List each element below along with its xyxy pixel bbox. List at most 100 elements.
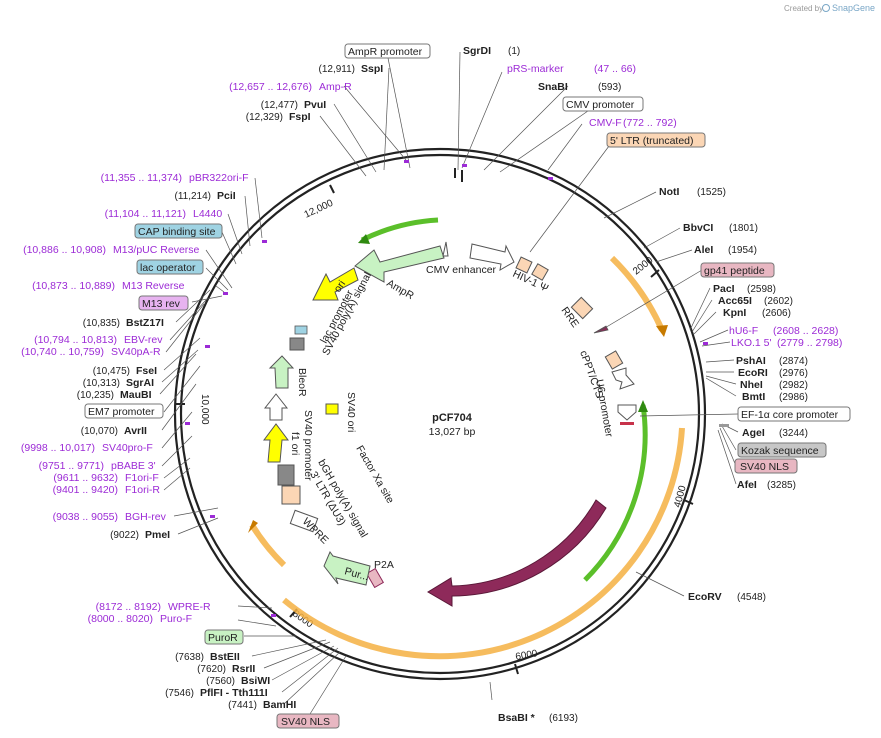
sv40-ori-box — [325, 403, 339, 415]
site-sspi-pos: (12,911) — [318, 64, 355, 75]
primer-wprer-range: (8172 .. 8192) — [96, 601, 161, 613]
site-pflfi-pos: (7546) — [165, 688, 194, 699]
factor-xa-label: Factor Xa site — [353, 444, 396, 506]
orange-track-cas9 — [282, 427, 685, 660]
primer-m13rev-name: M13 Reverse — [122, 280, 185, 292]
kozak-marker — [620, 422, 634, 425]
site-bsiwi-pos: (7560) — [206, 676, 235, 687]
site-alei-name: AleI — [694, 244, 713, 256]
site-ecori-name: EcoRI — [738, 367, 768, 379]
primer-l4440-range: (11,104 .. 11,121) — [105, 208, 186, 220]
site-afei-name: AfeI — [737, 479, 757, 491]
primer-pbabe-name: pBABE 3' — [111, 460, 156, 472]
site-sgrdi-name: SgrDI — [463, 45, 491, 57]
site-avrii-pos: (10,070) — [81, 426, 118, 437]
site-pflfi-name: PflFI - Tth111I — [200, 687, 268, 699]
box-ef1a-core-promoter-text: EF-1α core promoter — [741, 409, 839, 421]
scale-ticks — [175, 168, 694, 675]
site-ecori-pos: (2976) — [779, 368, 808, 379]
ltr3-box — [281, 485, 301, 505]
primer-purof-name: Puro-F — [160, 613, 192, 625]
ltr-box-a — [515, 256, 533, 274]
primer-f1orif-name: F1ori-F — [125, 472, 159, 484]
leader-lines-right — [457, 51, 739, 701]
site-snabi-name: SnaBI — [538, 81, 568, 93]
cmv-enhancer-marker — [442, 241, 449, 257]
site-alei-pos: (1954) — [728, 245, 757, 256]
primer-hu6f-range: (2608 .. 2628) — [773, 325, 838, 337]
plasmid-length: 13,027 bp — [429, 426, 476, 438]
orange-track-arrowhead — [656, 325, 668, 337]
ampr-feature-arrow — [354, 245, 445, 283]
box-puror — [204, 629, 244, 645]
credit-created-by: Created by — [784, 4, 823, 13]
f1-ori-label: f1 ori — [289, 432, 301, 455]
site-sspi-name: SspI — [361, 63, 383, 75]
site-bmti-name: BmtI — [742, 391, 765, 403]
ori-label: ori — [332, 278, 349, 294]
box-ltr-truncated — [606, 132, 706, 148]
p2a-label: P2A — [374, 559, 394, 571]
site-maubi-name: MauBI — [120, 389, 152, 401]
site-fsei-pos: (10,475) — [93, 366, 130, 377]
tick-label-6000: 6000 — [515, 648, 539, 663]
box-sv40-nls-right-text: SV40 NLS — [740, 461, 789, 473]
site-fspi-pos: (12,329) — [246, 112, 283, 123]
green-track-cas9 — [583, 404, 648, 582]
box-cap-binding-site-text: CAP binding site — [138, 226, 216, 238]
backbone-outer-ring — [173, 147, 707, 681]
bleor-label: BleoR — [296, 368, 308, 397]
primer-sv40par-name: SV40pA-R — [111, 346, 161, 358]
site-rsrii-name: RsrII — [232, 663, 255, 675]
primer-prsmarker-name: pRS-marker — [507, 63, 564, 75]
kozak-ring-marker — [719, 424, 729, 427]
box-ampr-promoter — [344, 43, 431, 59]
primer-pbabe-range: (9751 .. 9771) — [39, 460, 104, 472]
site-sgrdi-pos: (1) — [508, 46, 520, 57]
site-bsabi-name: BsaBI * — [498, 712, 536, 724]
credit-brand: SnapGene — [832, 3, 875, 13]
rre-box — [570, 296, 594, 320]
cppt-box — [604, 350, 624, 370]
box-ampr-promoter-text: AmpR promoter — [348, 46, 423, 58]
bleor-arrow — [268, 355, 295, 389]
restriction-sites-left: (12,911) SspI (12,477) PvuI (12,329) Fsp… — [77, 63, 384, 711]
backbone-inner-ring — [179, 153, 701, 675]
site-bamhi-pos: (7441) — [228, 700, 257, 711]
sv40-promoter-arrow — [263, 393, 289, 421]
primer-purof-range: (8000 .. 8020) — [88, 613, 153, 625]
site-pmei-name: PmeI — [145, 529, 170, 541]
box-cap-binding-site — [134, 223, 223, 239]
primer-bghrev-name: BGH-rev — [125, 511, 167, 523]
ltr-box-b — [531, 263, 549, 281]
site-sgrai-pos: (10,313) — [83, 378, 120, 389]
site-bamhi-name: BamHI — [263, 699, 296, 711]
site-bstz17i-pos: (10,835) — [83, 318, 120, 329]
box-em7-promoter — [84, 403, 164, 419]
box-kozak-sequence-text: Kozak sequence — [741, 445, 819, 457]
primer-f1orir-name: F1ori-R — [125, 484, 160, 496]
primer-ampr-name: Amp-R — [319, 81, 352, 93]
u6-promoter-label: U6 promoter — [593, 378, 615, 438]
f1-ori-arrow — [263, 423, 289, 463]
sv40-polya-box — [289, 337, 305, 351]
cas9-feature-arrow — [427, 499, 607, 607]
site-bsabi-pos: (6193) — [549, 713, 578, 724]
site-pcii-pos: (11,214) — [174, 191, 211, 202]
box-ltr-truncated-text: 5' LTR (truncated) — [610, 135, 694, 147]
ori-feature-arrow — [312, 267, 359, 301]
site-snabi-pos: (593) — [598, 82, 621, 93]
primer-m13rev-range: (10,873 .. 10,889) — [32, 280, 115, 292]
p2a-box — [365, 567, 385, 589]
puror-feature-arrow — [323, 551, 371, 586]
green-track-ampr-arrowhead — [358, 234, 370, 244]
site-afei-pos: (3285) — [767, 480, 796, 491]
box-puror-text: PuroR — [208, 632, 238, 644]
primer-sv40par-range: (10,740 .. 10,759) — [21, 346, 104, 358]
primer-hu6f-name: hU6-F — [729, 325, 758, 337]
green-track-ampr — [360, 217, 439, 243]
orange-track-ltr3-arrowhead — [248, 520, 258, 533]
cmv-enhancer-label: CMV enhancer — [426, 264, 497, 276]
primer-bghrev-range: (9038 .. 9055) — [53, 511, 118, 523]
wpre-box — [289, 509, 319, 533]
